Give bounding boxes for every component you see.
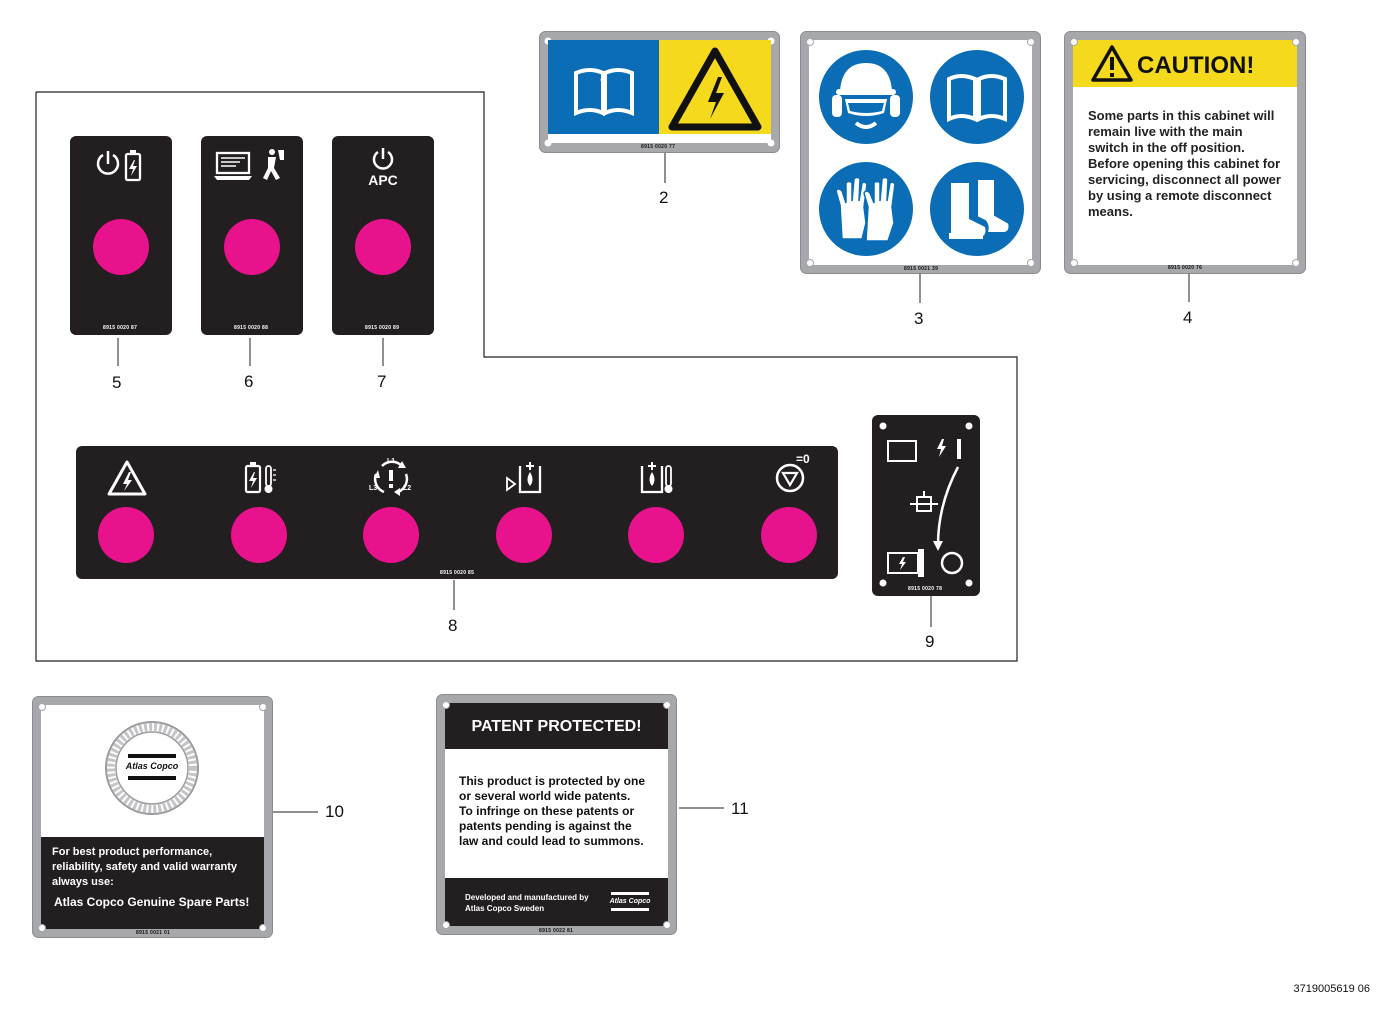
brand-logo: Atlas Copco bbox=[125, 761, 179, 771]
phase-sequence-icon: L1 L3 L2 bbox=[369, 458, 411, 496]
caution-body: Some parts in this cabinet will remain l… bbox=[1088, 108, 1281, 219]
emergency-stop-reset-icon bbox=[775, 463, 805, 493]
callout-2: 2 bbox=[659, 188, 669, 207]
water-level-icon bbox=[506, 462, 542, 494]
patent-title: PATENT PROTECTED! bbox=[471, 718, 642, 735]
patent-footer: Developed and manufactured by Atlas Copc… bbox=[465, 893, 589, 913]
part-number-9: 8915 0020 78 bbox=[908, 586, 943, 592]
decal-8-indicator-strip: L1 L3 L2 =0 8915 0020 85 bbox=[76, 446, 838, 579]
water-temperature-icon bbox=[640, 462, 673, 494]
callout-5: 5 bbox=[112, 373, 122, 392]
part-number-8: 8915 0020 85 bbox=[440, 570, 475, 576]
pushbutton-8-1 bbox=[98, 507, 154, 563]
read-manual-icon bbox=[574, 68, 634, 117]
part-number-11: 8915 0022 81 bbox=[539, 928, 574, 934]
decal-9-isolator-switch: 8915 0020 78 bbox=[872, 415, 980, 596]
pushbutton-8-3 bbox=[363, 507, 419, 563]
svg-text:L2: L2 bbox=[403, 485, 411, 492]
decal-3-ppe: 8915 0021 39 bbox=[800, 31, 1041, 274]
brand-logo: Atlas Copco bbox=[609, 898, 651, 905]
hearing-eye-protection-icon bbox=[819, 50, 913, 144]
decal-6-remote-service: 8915 0020 88 bbox=[201, 136, 303, 335]
decal-11-patent-protected: PATENT PROTECTED! This product is protec… bbox=[436, 694, 677, 935]
isolator-switch-diagram bbox=[879, 422, 973, 587]
power-icon bbox=[372, 148, 394, 170]
document-id: 3719005619 06 bbox=[1293, 983, 1370, 995]
brand-logo-bars bbox=[611, 892, 649, 911]
caution-title: CAUTION! bbox=[1137, 52, 1255, 79]
part-number-6: 8915 0020 88 bbox=[234, 325, 269, 331]
part-number-7: 8915 0020 89 bbox=[365, 325, 400, 331]
part-number-5: 8915 0020 87 bbox=[103, 325, 138, 331]
electrical-warning-icon bbox=[107, 460, 147, 496]
electrical-hazard-icon bbox=[668, 47, 762, 131]
callout-9: 9 bbox=[925, 632, 935, 651]
pushbutton-7 bbox=[355, 219, 411, 275]
protective-gloves-icon bbox=[819, 162, 913, 256]
genuine-parts-emphasis: Atlas Copco Genuine Spare Parts! bbox=[54, 895, 250, 909]
pushbutton-6 bbox=[224, 219, 280, 275]
read-manual-icon bbox=[930, 50, 1024, 144]
power-battery-icon bbox=[96, 150, 142, 182]
part-number-4: 8915 0020 76 bbox=[1168, 265, 1203, 271]
svg-text:L3: L3 bbox=[369, 485, 377, 492]
decal-7-apc: APC 8915 0020 89 bbox=[332, 136, 434, 335]
apc-label: APC bbox=[368, 172, 398, 188]
genuine-parts-body: For best product performance, reliabilit… bbox=[52, 846, 238, 888]
warning-triangle-icon bbox=[1091, 45, 1133, 82]
reset-mark: =0 bbox=[796, 452, 810, 466]
callout-7: 7 bbox=[377, 372, 387, 391]
part-number-2: 8915 0020 77 bbox=[641, 144, 676, 150]
callout-8: 8 bbox=[448, 616, 458, 635]
decal-4-caution: CAUTION! Some parts in this cabinet will… bbox=[1064, 31, 1306, 274]
decal-2-manual-electric: 8915 0020 77 bbox=[539, 31, 780, 153]
callout-6: 6 bbox=[244, 372, 254, 391]
laptop-service-icon bbox=[214, 149, 284, 180]
callout-4: 4 bbox=[1183, 308, 1193, 327]
callout-3: 3 bbox=[914, 309, 924, 328]
pushbutton-5 bbox=[93, 219, 149, 275]
pushbutton-8-2 bbox=[231, 507, 287, 563]
pushbutton-8-4 bbox=[496, 507, 552, 563]
svg-text:L1: L1 bbox=[387, 458, 395, 465]
battery-temperature-icon bbox=[244, 462, 276, 494]
callout-10: 10 bbox=[325, 802, 344, 821]
pushbutton-8-5 bbox=[628, 507, 684, 563]
callout-11: 11 bbox=[731, 799, 749, 818]
part-number-10: 8915 0021 01 bbox=[136, 930, 171, 936]
safety-boots-icon bbox=[930, 162, 1024, 256]
pushbutton-8-6 bbox=[761, 507, 817, 563]
decal-5-power-battery: 8915 0020 87 bbox=[70, 136, 172, 335]
decal-10-genuine-parts: Atlas Copco For best product performance… bbox=[32, 696, 273, 938]
patent-body: This product is protected by one or seve… bbox=[459, 774, 646, 848]
genuine-parts-seal bbox=[105, 721, 199, 815]
part-number-3: 8915 0021 39 bbox=[904, 266, 939, 272]
